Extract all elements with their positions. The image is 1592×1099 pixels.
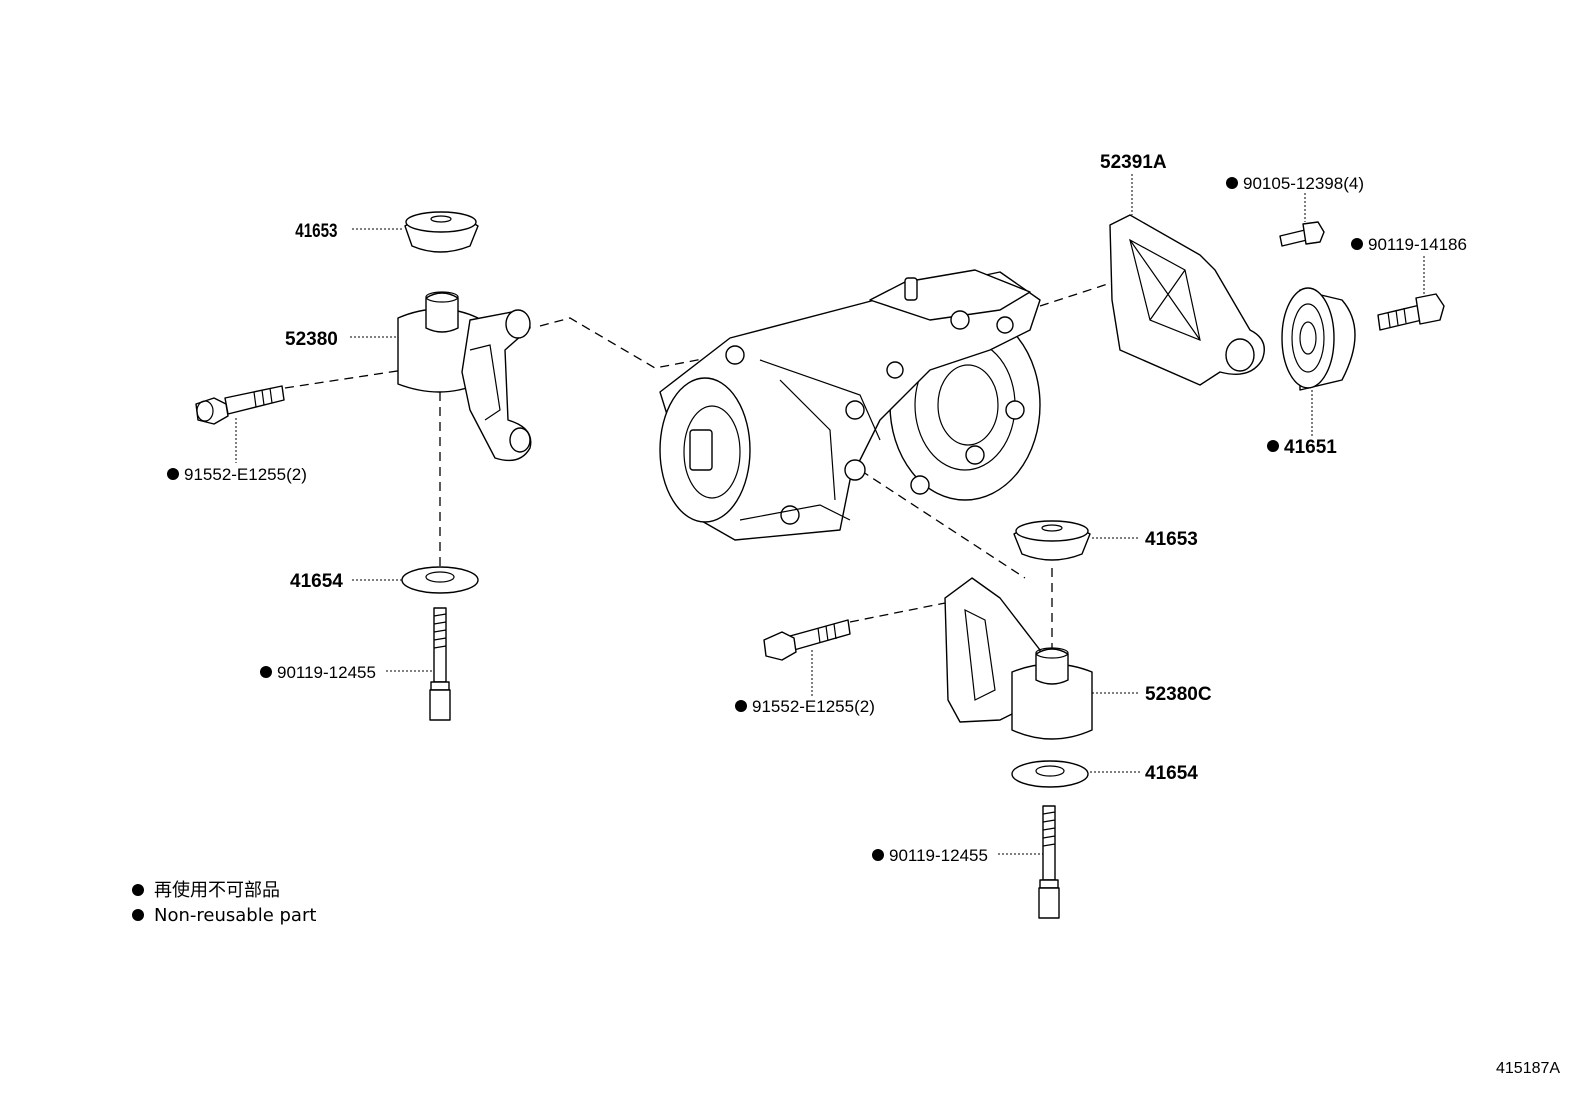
bolt-rear <box>1377 293 1445 331</box>
callout-52380: 52380 <box>285 329 338 350</box>
callout-90119-rear: 90119-14186 <box>1368 235 1467 254</box>
cushion-upper-left <box>404 211 479 253</box>
bolt-left <box>195 385 285 425</box>
cushion-upper-right <box>1013 520 1091 561</box>
washer-right <box>1011 760 1089 788</box>
non-reusable-mark <box>1351 238 1363 250</box>
callout-41654-left: 41654 <box>290 571 343 592</box>
non-reusable-mark <box>735 700 747 712</box>
legend-bullet <box>132 909 144 921</box>
non-reusable-mark <box>260 666 272 678</box>
callout-52380C: 52380C <box>1145 684 1212 705</box>
bolt-bottom-left <box>429 607 451 721</box>
legend-english: Non-reusable part <box>154 905 316 926</box>
washer-left <box>401 566 479 594</box>
callout-90105: 90105-12398(4) <box>1243 174 1364 193</box>
cushion-rear <box>1281 287 1356 391</box>
callout-41653-left: 41653 <box>295 219 337 241</box>
non-reusable-mark <box>1226 177 1238 189</box>
callout-91552-left: 91552-E1255(2) <box>184 465 307 484</box>
bolt-right <box>763 619 851 661</box>
support-left <box>397 291 532 462</box>
callout-91552-right: 91552-E1255(2) <box>752 697 875 716</box>
callout-52391A: 52391A <box>1100 152 1167 173</box>
support-rear <box>1109 214 1265 386</box>
non-reusable-mark <box>872 849 884 861</box>
callout-41654-right: 41654 <box>1145 763 1198 784</box>
legend: 再使用不可部品 Non-reusable part <box>132 880 316 926</box>
legend-bullet <box>132 884 144 896</box>
bolt-rear-small <box>1279 221 1325 247</box>
support-right <box>944 577 1093 740</box>
callout-41651: 41651 <box>1284 437 1337 458</box>
differential-carrier <box>659 269 1041 541</box>
callout-41653-right: 41653 <box>1145 529 1198 550</box>
illustration-number: 415187A <box>1496 1060 1560 1077</box>
non-reusable-mark <box>1267 440 1279 452</box>
callout-90119-left: 90119-12455 <box>277 663 376 682</box>
non-reusable-mark <box>167 468 179 480</box>
bolt-bottom-right <box>1038 805 1060 919</box>
legend-japanese: 再使用不可部品 <box>154 880 280 901</box>
callout-90119-right: 90119-12455 <box>889 846 988 865</box>
